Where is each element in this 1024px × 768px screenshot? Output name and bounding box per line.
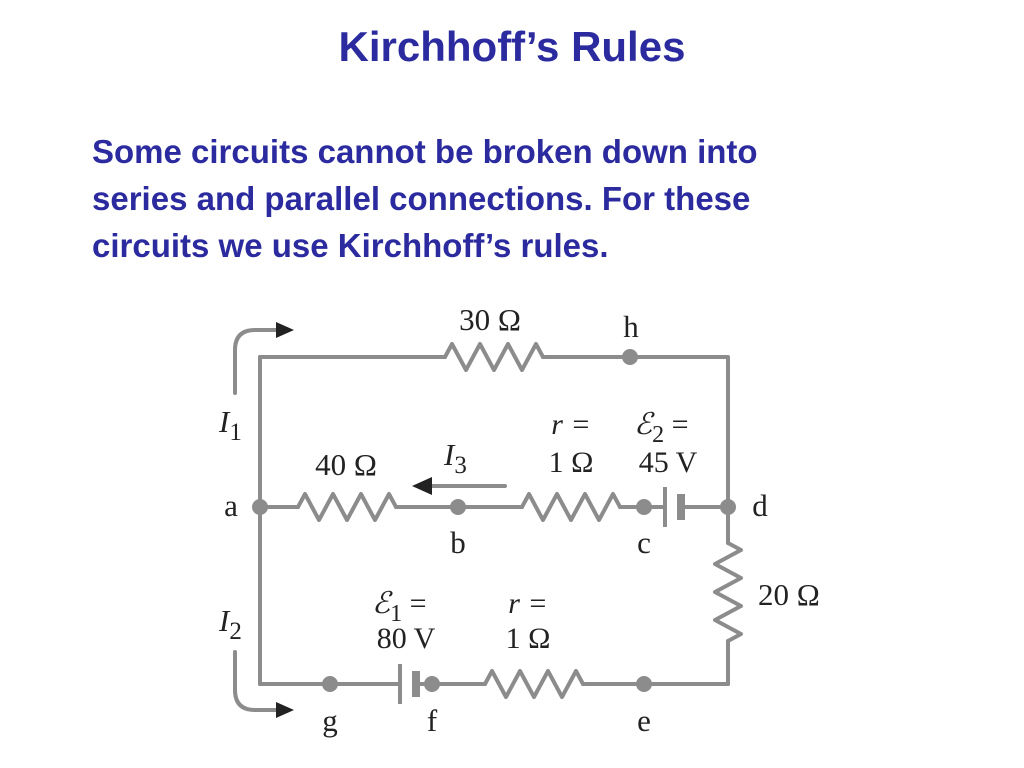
i1-subscript: 1 [229, 419, 242, 446]
i1-letter: I [218, 404, 231, 439]
node-g-label: g [322, 703, 338, 738]
node-h-dot [622, 349, 638, 365]
middle-r-label: r = [551, 408, 590, 441]
emf2-subscript: 2 [652, 422, 664, 448]
resistor-40-zigzag [296, 492, 398, 522]
emf2-value: 45 V [639, 446, 698, 479]
node-c-label: c [637, 525, 651, 560]
battery-emf1 [398, 664, 420, 704]
current-i3-label: I3 [443, 437, 467, 479]
node-h-label: h [623, 309, 639, 344]
node-c-dot [636, 499, 652, 515]
circuit-nodes [252, 349, 736, 692]
emf2-label: ℰ2 = [634, 408, 689, 448]
body-line-1: Some circuits cannot be broken down into [92, 133, 758, 170]
node-a-label: a [224, 488, 238, 523]
emf1-value: 80 V [377, 622, 436, 655]
bottom-r-label: r = [508, 587, 547, 620]
node-d-label: d [752, 488, 768, 523]
i1-curved-arrow [233, 328, 280, 395]
body-line-3: circuits we use Kirchhoff’s rules. [92, 227, 609, 264]
node-a-dot [252, 499, 268, 515]
resistor-30-zigzag [443, 342, 545, 372]
bottom-r-value: 1 Ω [506, 622, 551, 655]
current-i2-label: I2 [218, 603, 242, 645]
resistor-r-middle-zigzag [520, 492, 622, 522]
i2-curved-arrow [233, 650, 280, 712]
node-e-dot [636, 676, 652, 692]
resistor-20-zigzag [713, 541, 743, 643]
slide-body-text: Some circuits cannot be broken down into… [92, 128, 952, 269]
slide-title: Kirchhoff’s Rules [338, 23, 686, 70]
resistor-r-bottom-zigzag [483, 669, 585, 699]
i2-letter: I [218, 603, 231, 638]
i3-arrowhead [412, 477, 432, 495]
circuit-wires [233, 328, 743, 712]
node-b-label: b [450, 525, 466, 560]
i3-letter: I [443, 437, 456, 472]
battery-emf2 [663, 487, 685, 527]
i3-subscript: 3 [454, 452, 467, 479]
resistor-30-label: 30 Ω [459, 302, 521, 337]
emf1-label: ℰ1 = [372, 587, 427, 627]
emf2-symbol: ℰ [634, 408, 655, 441]
node-f-label: f [427, 703, 438, 738]
emf1-equals: = [402, 587, 426, 620]
arrow-heads [276, 322, 432, 718]
body-line-2: series and parallel connections. For the… [92, 180, 751, 217]
wire-top-right [541, 355, 730, 509]
middle-r-value: 1 Ω [549, 446, 594, 479]
node-g-dot [322, 676, 338, 692]
i2-subscript: 2 [229, 618, 242, 645]
emf2-equals: = [664, 408, 688, 441]
node-f-dot [424, 676, 440, 692]
node-d-dot [720, 499, 736, 515]
emf1-symbol: ℰ [372, 587, 393, 620]
node-e-label: e [637, 703, 651, 738]
current-i1-label: I1 [218, 404, 242, 446]
node-b-dot [450, 499, 466, 515]
i1-arrowhead [276, 322, 294, 338]
resistor-40-label: 40 Ω [315, 447, 377, 482]
emf1-subscript: 1 [390, 601, 402, 627]
i2-arrowhead [276, 702, 294, 718]
resistor-20-label: 20 Ω [758, 577, 820, 612]
